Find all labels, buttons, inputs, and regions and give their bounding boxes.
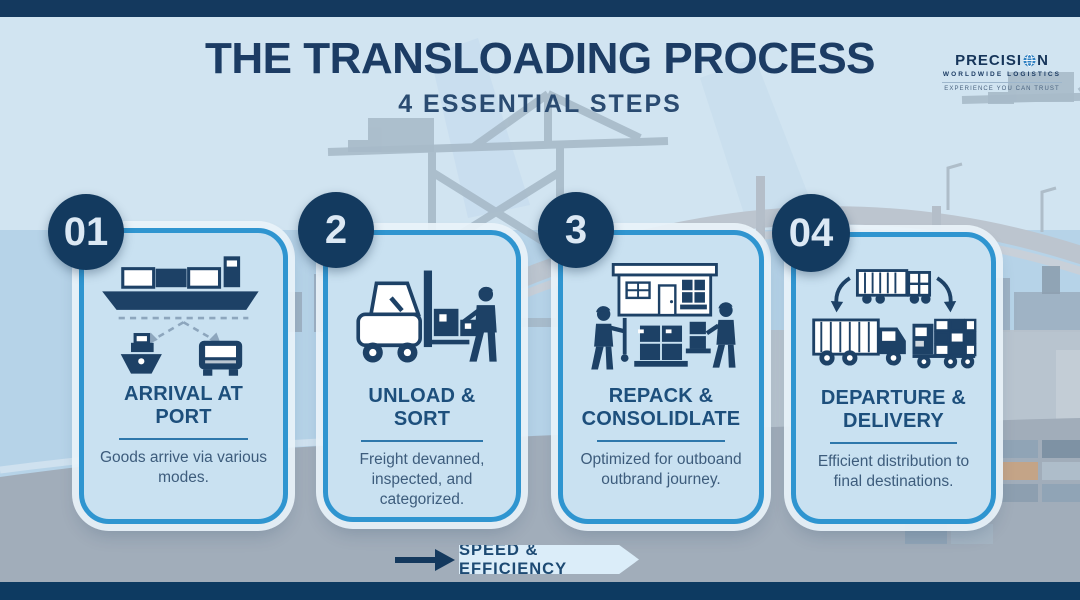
step-description: Optimized for outboand outbrand journey. bbox=[580, 451, 742, 489]
forklift-unloading-icon bbox=[340, 249, 504, 385]
divider bbox=[118, 438, 249, 440]
step-title: UNLOAD & SORT bbox=[368, 385, 476, 430]
header: THE TRANSLOADING PROCESS 4 ESSENTIAL STE… bbox=[0, 34, 1080, 119]
cargo-ship-transfer-icon bbox=[96, 247, 271, 383]
globe-icon bbox=[1023, 54, 1036, 67]
step-number-badge-3: 3 bbox=[538, 192, 614, 268]
page-title: THE TRANSLOADING PROCESS bbox=[204, 34, 876, 83]
step-card-repack-consolidate: REPACK & CONSOLIDLATE Optimized for outb… bbox=[558, 230, 764, 524]
warehouse-repack-icon bbox=[575, 249, 747, 385]
street-lamp-icon bbox=[946, 162, 1057, 232]
speed-efficiency-banner: SPEED & EFFICIENCY bbox=[393, 545, 639, 574]
page-subtitle: 4 ESSENTIAL STEPS bbox=[398, 90, 682, 118]
step-description: Goods arrive via various modes. bbox=[99, 449, 268, 487]
banner-label: SPEED & EFFICIENCY bbox=[459, 545, 639, 574]
step-title: ARRIVAL AT PORT bbox=[123, 383, 244, 428]
step-card-unload-sort: UNLOAD & SORT Freight devanned, inspecte… bbox=[323, 230, 521, 522]
logo-subtitle: WORLDWIDE LOGISTICS bbox=[942, 71, 1062, 78]
step-title: REPACK & CONSOLIDLATE bbox=[581, 385, 741, 430]
step-number-badge-1: 01 bbox=[48, 194, 124, 270]
right-arrow-icon bbox=[395, 548, 455, 571]
bottom-accent-bar bbox=[0, 582, 1080, 600]
step-card-arrival-at-port: ARRIVAL AT PORT Goods arrive via various… bbox=[79, 228, 288, 524]
divider bbox=[361, 440, 483, 442]
delivery-trucks-icon bbox=[808, 251, 979, 387]
logo-tagline: EXPERIENCE YOU CAN TRUST bbox=[942, 82, 1062, 92]
step-card-departure-delivery: DEPARTURE & DELIVERY Efficient distribut… bbox=[791, 232, 996, 524]
step-title: DEPARTURE & DELIVERY bbox=[820, 387, 967, 432]
logo-wordmark: PRECISI N bbox=[942, 52, 1062, 69]
divider bbox=[597, 440, 725, 442]
logo-text-left: PRECISI bbox=[955, 52, 1023, 69]
step-description: Efficient distribution to final destinat… bbox=[817, 453, 970, 491]
divider bbox=[830, 442, 957, 444]
logo-text-right: N bbox=[1037, 52, 1049, 69]
top-accent-bar bbox=[0, 0, 1080, 17]
step-description: Freight devanned, inspected, and categor… bbox=[359, 451, 485, 509]
step-number-badge-4: 04 bbox=[772, 194, 850, 272]
step-number-badge-2: 2 bbox=[298, 192, 374, 268]
company-logo: PRECISI N WORLDWIDE LOGISTICS EXPERIENCE… bbox=[942, 52, 1062, 92]
